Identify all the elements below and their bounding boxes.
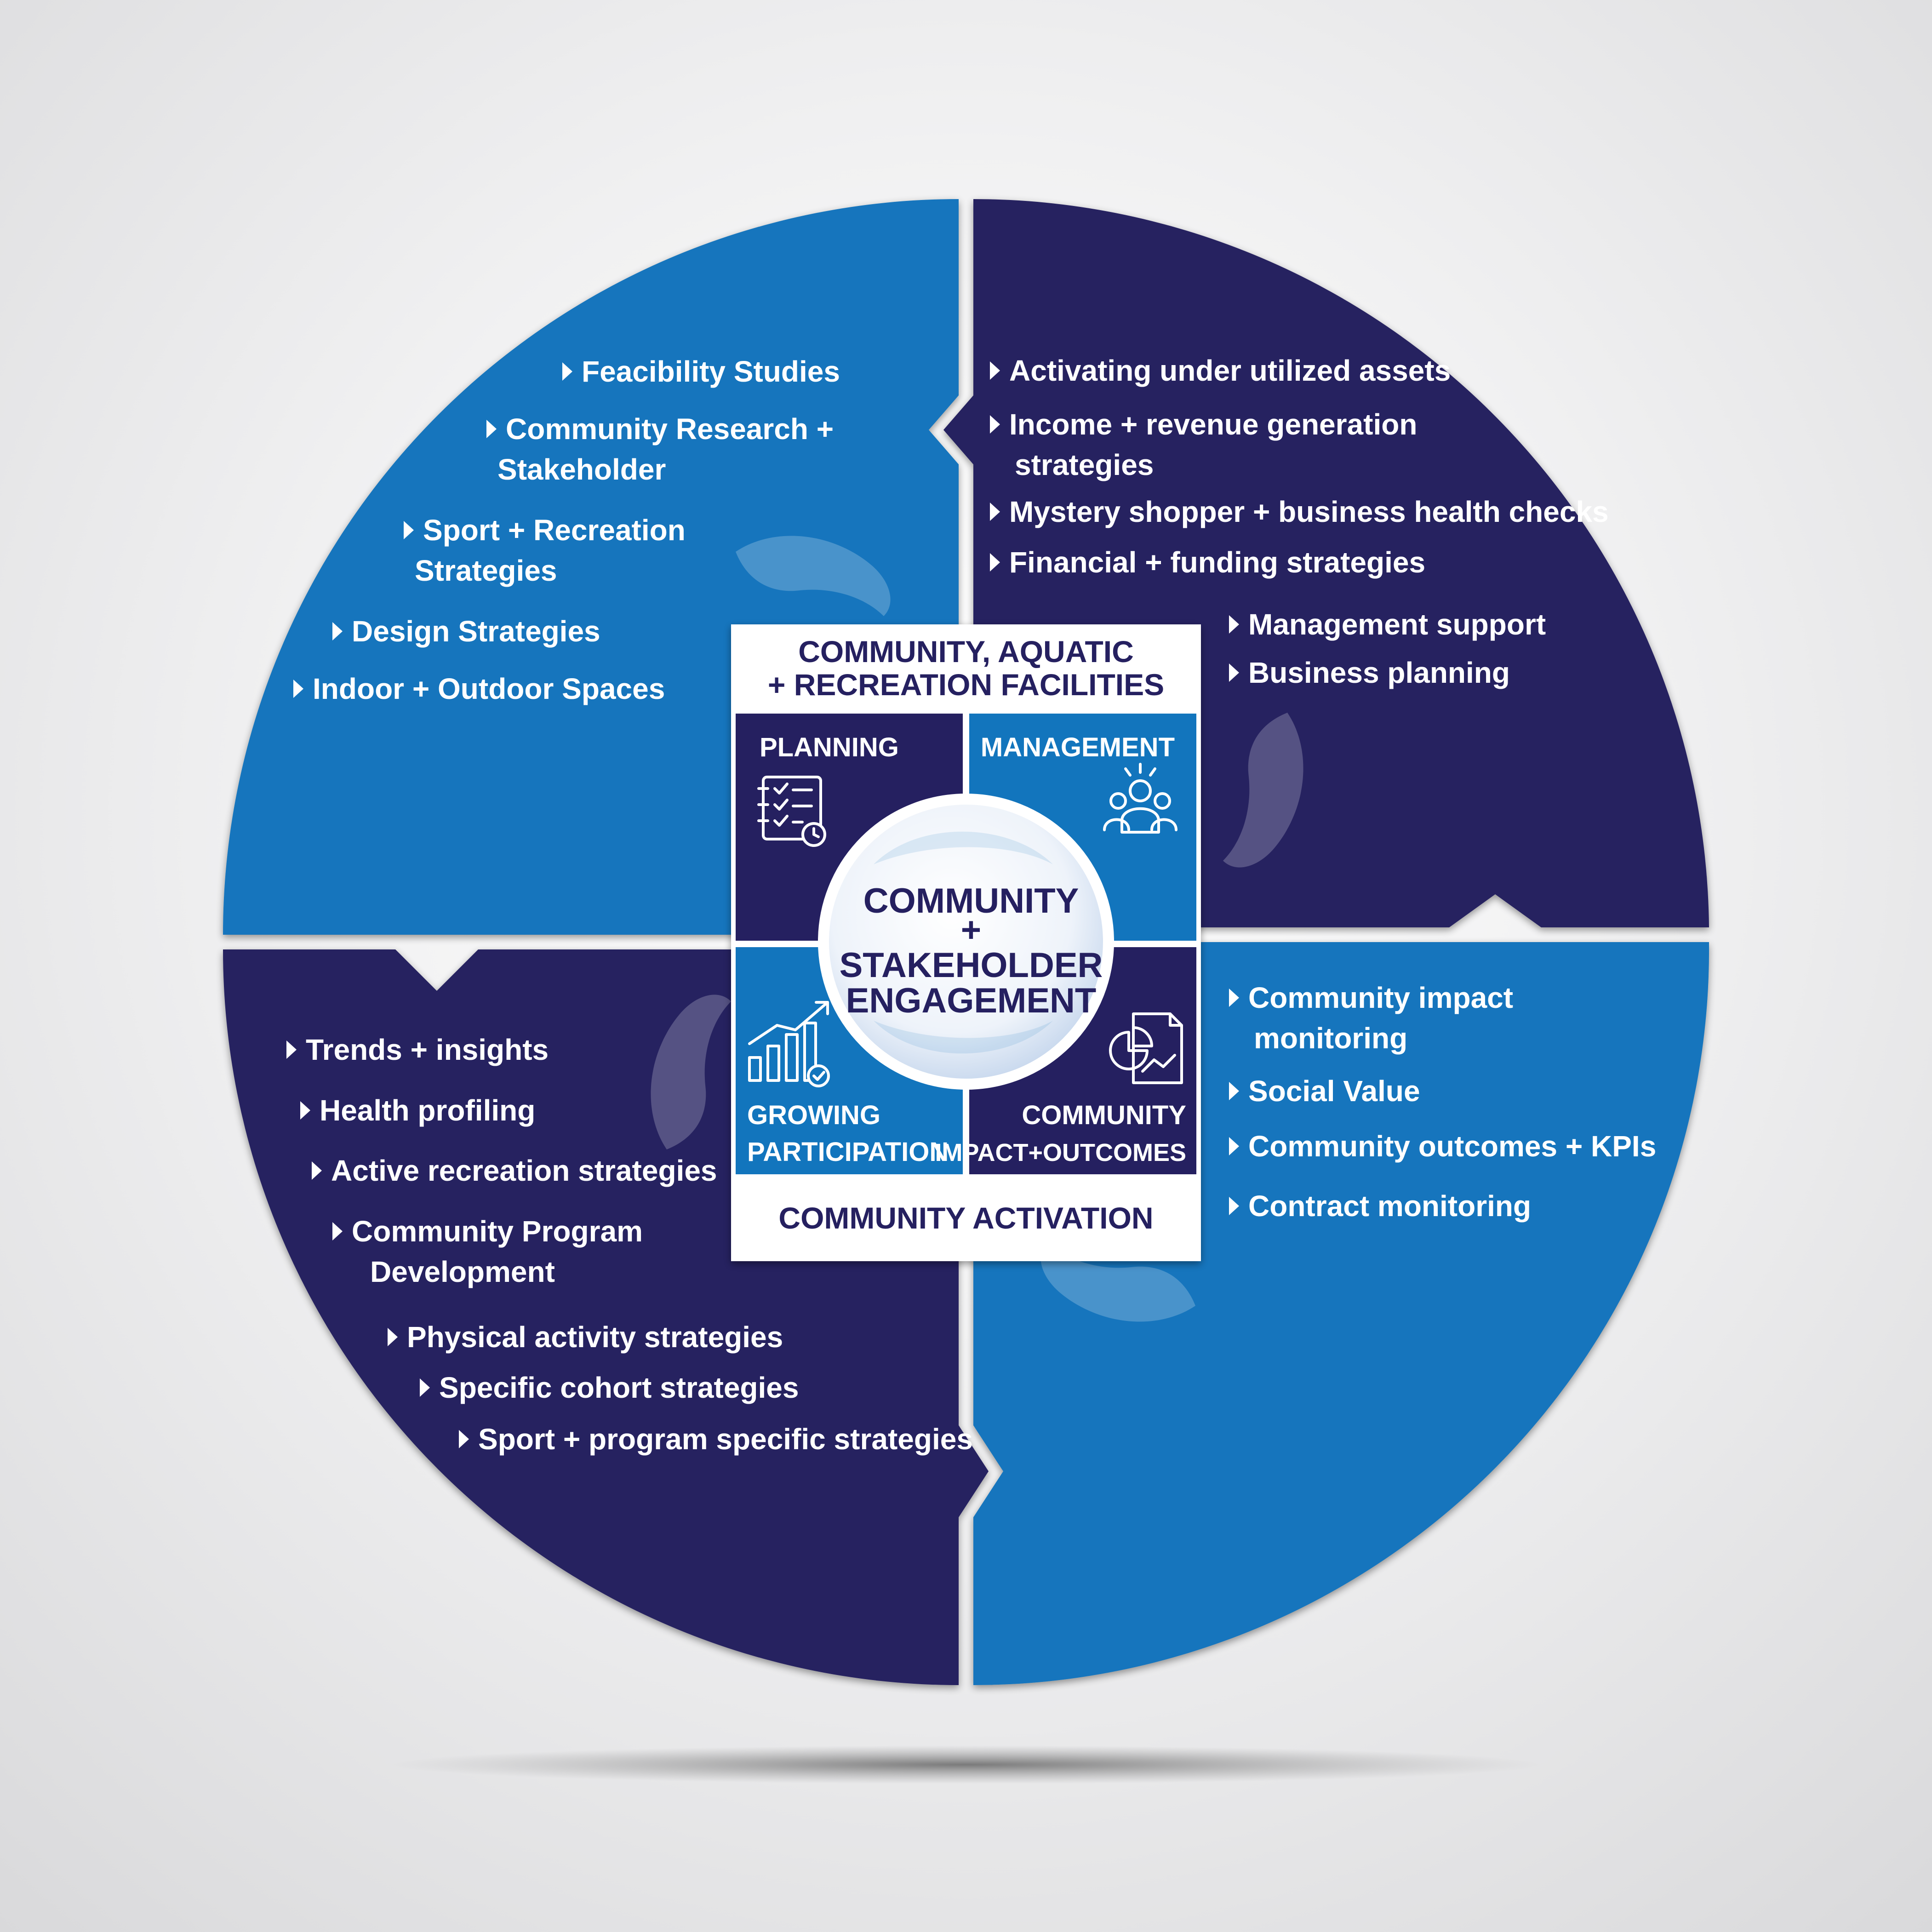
floor-shadow [391, 1745, 1541, 1784]
team-icon [1103, 763, 1177, 834]
bottom-right-item-text: monitoring [1254, 1022, 1407, 1055]
bottom-left-item-text: Health profiling [320, 1094, 535, 1127]
top-right-item-text: Business planning [1248, 656, 1510, 689]
bottom-left-item-text: Physical activity strategies [407, 1320, 783, 1354]
bottom-right-item-text: Community impact [1248, 981, 1513, 1014]
bottom-left-item-text: Sport + program specific strategies [478, 1423, 973, 1456]
planning-label: PLANNING [760, 732, 899, 762]
bullet-arrow-icon [293, 680, 303, 698]
bullet-arrow-icon [1229, 1082, 1239, 1100]
bottom-left-item-text: Trends + insights [306, 1033, 549, 1066]
bottom-left-item-text: Active recreation strategies [331, 1154, 717, 1187]
bottom-left-item-text: Community Program [352, 1215, 643, 1248]
growth-chart-icon [748, 1001, 830, 1087]
impact-label-line2: IMPACT+OUTCOMES [935, 1139, 1186, 1166]
top-right-item-text: Mystery shopper + business health checks [1009, 495, 1609, 528]
bullet-arrow-icon [486, 420, 497, 438]
bullet-arrow-icon [990, 415, 1000, 434]
hub-line3: STAKEHOLDER [840, 946, 1103, 985]
top-right-item-text: strategies [1015, 448, 1154, 481]
bullet-arrow-icon [332, 622, 343, 640]
bullet-arrow-icon [990, 553, 1000, 572]
bullet-arrow-icon [286, 1040, 297, 1059]
bullet-arrow-icon [420, 1378, 430, 1397]
top-left-item-text: Indoor + Outdoor Spaces [313, 672, 665, 705]
bullet-arrow-icon [1229, 989, 1239, 1007]
bullet-arrow-icon [990, 503, 1000, 521]
bullet-arrow-icon [1229, 663, 1239, 682]
hub-line4: ENGAGEMENT [846, 981, 1097, 1020]
facilities-title-line1: COMMUNITY, AQUATIC [798, 634, 1134, 669]
top-left-item-text: Strategies [415, 554, 557, 587]
bottom-right-item-text: Contract monitoring [1248, 1189, 1531, 1223]
management-label: MANAGEMENT [981, 732, 1175, 762]
hub-line2: + [961, 910, 981, 949]
activation-title: COMMUNITY ACTIVATION [778, 1201, 1153, 1235]
bullet-arrow-icon [1229, 1197, 1239, 1215]
growing-label-line2: PARTICIPATION [747, 1137, 949, 1167]
top-left-item-text: Design Strategies [352, 615, 600, 648]
checklist-icon [757, 776, 826, 847]
top-left-item-text: Community Research + [506, 412, 834, 446]
bottom-left-item-text: Development [370, 1255, 555, 1288]
bullet-arrow-icon [562, 362, 572, 381]
bullet-arrow-icon [404, 521, 414, 539]
top-left-item-text: Sport + Recreation [423, 514, 686, 547]
bottom-right-item-text: Community outcomes + KPIs [1248, 1130, 1656, 1163]
top-right-item-text: Income + revenue generation [1009, 408, 1417, 441]
engagement-hub [818, 794, 1114, 1090]
bullet-arrow-icon [312, 1161, 322, 1180]
hub-swirl-bottom [874, 1021, 1053, 1054]
top-right-item-text: Management support [1248, 608, 1546, 641]
top-left-item-text: Stakeholder [497, 453, 666, 486]
hub-swirl-top [874, 831, 1053, 864]
hub-line1: COMMUNITY [863, 881, 1079, 920]
top-left-item-text: Feacibility Studies [582, 355, 840, 388]
bullet-arrow-icon [1229, 615, 1239, 634]
bullet-arrow-icon [459, 1430, 469, 1448]
growing-label-line1: GROWING [747, 1100, 880, 1130]
bullet-arrow-icon [990, 361, 1000, 380]
facilities-title-line2: + RECREATION FACILITIES [768, 668, 1164, 702]
bullet-arrow-icon [1229, 1137, 1239, 1155]
bottom-right-item-text: Social Value [1248, 1075, 1420, 1108]
top-right-item-text: Financial + funding strategies [1009, 546, 1425, 579]
impact-label-line1: COMMUNITY [1022, 1100, 1186, 1130]
bottom-left-item-text: Specific cohort strategies [439, 1371, 799, 1404]
report-icon [1109, 1012, 1183, 1084]
bullet-arrow-icon [388, 1328, 398, 1346]
bullet-arrow-icon [300, 1101, 310, 1120]
top-right-item-text: Activating under utilized assets [1009, 354, 1451, 387]
bullet-arrow-icon [332, 1222, 343, 1240]
